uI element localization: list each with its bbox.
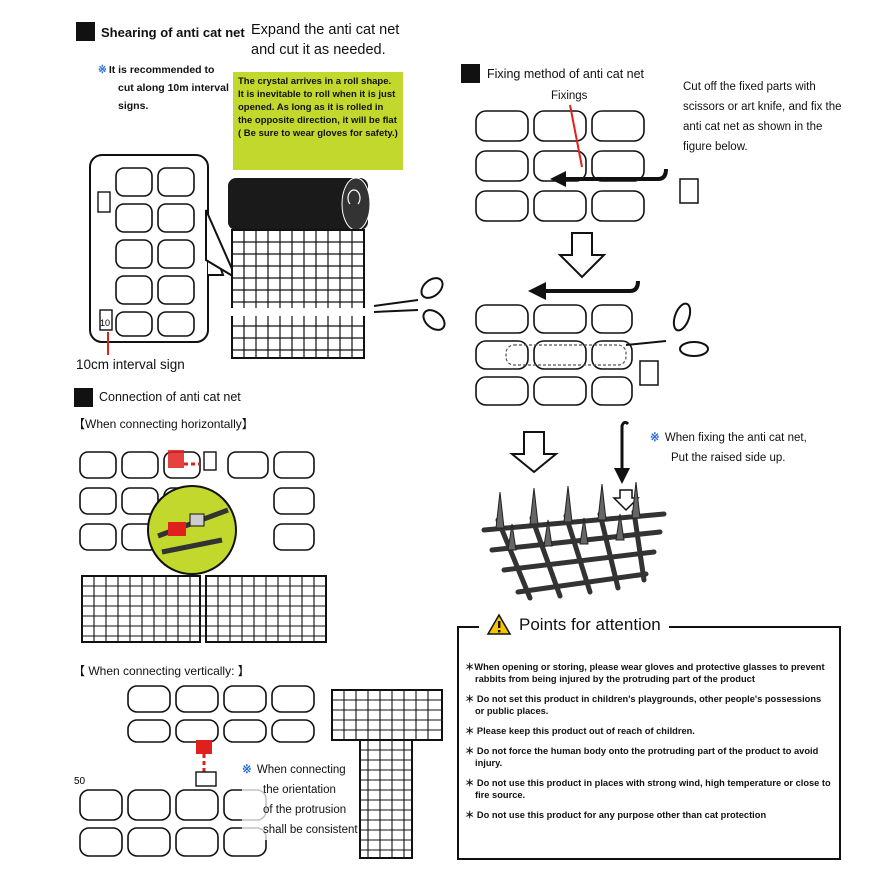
recommend-line-1: It is recommended to xyxy=(108,64,215,76)
expand-line-1: Expand the anti cat net xyxy=(251,22,400,38)
horizontal-connection-label: 【When connecting horizontally】 xyxy=(73,417,254,431)
raised-line-1: When fixing the anti cat net, xyxy=(664,432,807,444)
orient-line-2: the orientation xyxy=(263,784,336,796)
reference-mark-icon: ※ xyxy=(98,64,107,76)
fixing-illustration xyxy=(475,104,709,406)
orient-line-4: shall be consistent xyxy=(263,824,358,836)
recommend-line-3: signs. xyxy=(118,100,149,112)
interval-mark-text: 10 xyxy=(100,318,110,328)
fixing-desc-4: figure below. xyxy=(683,141,748,153)
fixing-desc-1: Cut off the fixed parts with xyxy=(683,81,816,93)
fixing-heading: Fixing method of anti cat net xyxy=(487,67,645,81)
recommend-line-2: cut along 10m interval xyxy=(118,82,229,94)
attention-item: ＊When opening or storing, please wear gl… xyxy=(465,662,825,684)
expand-line-2: and cut it as needed. xyxy=(251,42,386,58)
shearing-illustration: 10 xyxy=(89,154,446,359)
attention-item: ＊ Please keep this product out of reach … xyxy=(465,726,695,736)
reference-mark-icon: ※ xyxy=(242,764,252,776)
section-marker-square xyxy=(461,64,480,83)
warning-icon xyxy=(486,613,512,635)
attention-title: Points for attention xyxy=(479,613,669,635)
interval-recommendation: ※It is recommended to cut along 10m inte… xyxy=(98,61,229,115)
fixings-label: Fixings xyxy=(551,90,588,102)
attention-item: ＊ Do not force the human body onto the p… xyxy=(465,746,819,768)
raised-line-2: Put the raised side up. xyxy=(671,452,786,464)
vertical-connection-label: 【 When connecting vertically: 】 xyxy=(73,664,250,678)
expand-instruction: Expand the anti cat net and cut it as ne… xyxy=(251,20,399,60)
side-mark-text: 50 xyxy=(74,776,86,787)
reference-mark-icon: ※ xyxy=(650,432,660,444)
attention-item: ＊ Do not use this product in places with… xyxy=(465,778,831,800)
fixing-desc-3: anti cat net as shown in the xyxy=(683,121,823,133)
attention-box: ＊When opening or storing, please wear gl… xyxy=(457,626,841,860)
attention-title-text: Points for attention xyxy=(519,614,661,634)
section-marker-square xyxy=(74,388,93,407)
orient-line-3: of the protrusion xyxy=(263,804,347,816)
fixing-description: Cut off the fixed parts with scissors or… xyxy=(683,77,842,157)
orient-line-1: When connecting xyxy=(256,764,346,776)
section-marker-square xyxy=(76,22,95,41)
raised-side-note: ※ When fixing the anti cat net, Put the … xyxy=(650,428,807,468)
attention-item: ＊ Do not use this product for any purpos… xyxy=(465,810,767,820)
roll-shape-callout: The crystal arrives in a roll shape. It … xyxy=(233,72,403,170)
attention-list: ＊When opening or storing, please wear gl… xyxy=(465,661,833,829)
connection-heading: Connection of anti cat net xyxy=(99,390,241,404)
attention-item: ＊ Do not set this product in children's … xyxy=(465,694,822,716)
fixing-desc-2: scissors or art knife, and fix the xyxy=(683,101,842,113)
interval-sign-label: 10cm interval sign xyxy=(76,357,185,372)
horizontal-connection-illustration xyxy=(79,450,327,643)
shearing-heading: Shearing of anti cat net xyxy=(101,25,245,40)
protrusion-orientation-note: ※ When connecting the orientation of the… xyxy=(242,760,358,840)
raised-net-illustration xyxy=(481,420,667,601)
